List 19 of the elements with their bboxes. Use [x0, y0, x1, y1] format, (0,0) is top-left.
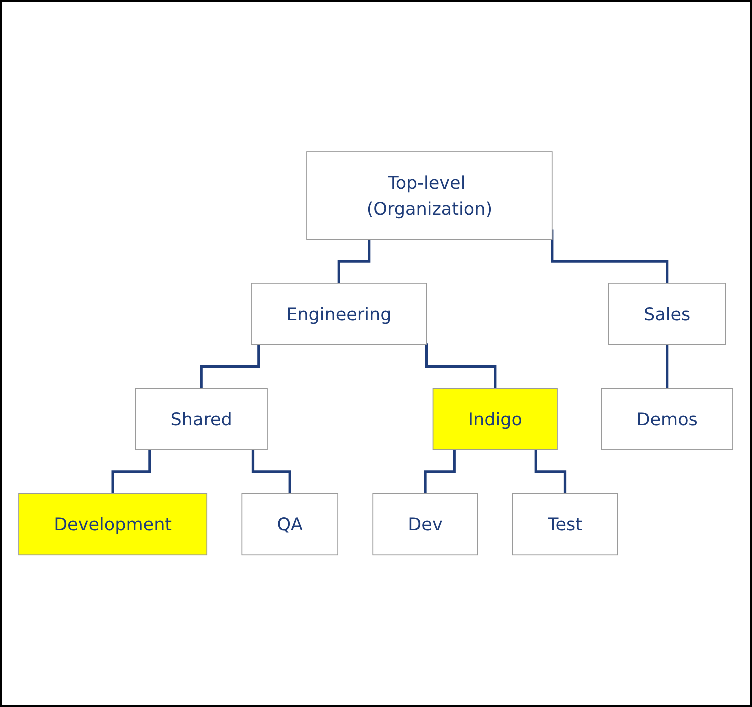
node-box: Demos: [601, 388, 734, 450]
node-box: Sales: [608, 282, 726, 346]
node-box: Dev: [372, 493, 478, 556]
connector: [200, 344, 260, 390]
connector: [666, 344, 669, 390]
connector: [534, 450, 567, 496]
connector: [424, 450, 456, 496]
node-box: Shared: [135, 388, 268, 450]
node-box: Engineering: [251, 282, 428, 346]
node-box: Top-level (Organization): [306, 152, 553, 240]
node-box: Test: [512, 493, 618, 556]
connector: [112, 450, 152, 496]
node-box: QA: [242, 493, 338, 556]
connector: [551, 230, 669, 285]
node-box: Indigo: [432, 388, 558, 450]
connector: [425, 344, 497, 390]
node-box: Development: [18, 493, 208, 556]
connector: [338, 240, 371, 285]
connector: [252, 450, 292, 496]
